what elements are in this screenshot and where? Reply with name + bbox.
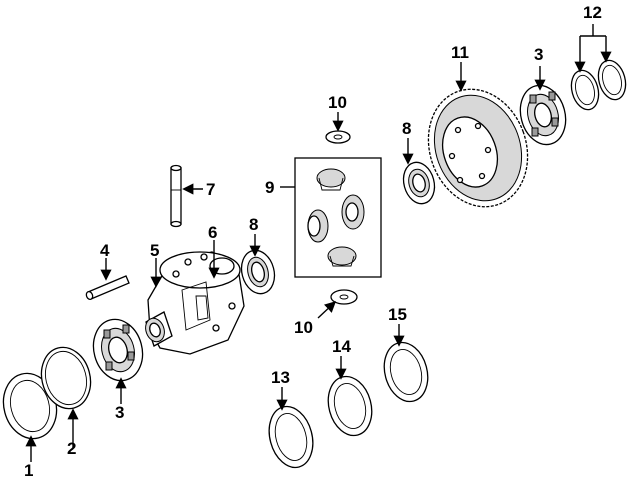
callout-5: 5 [150, 241, 159, 260]
ring-gear [427, 88, 529, 208]
side-pinion-gear-set [294, 157, 382, 278]
pinion-washer-top [325, 130, 351, 144]
thrust-washer-right [402, 161, 436, 205]
shim-ring-15 [383, 341, 429, 403]
callout-6: 6 [208, 223, 217, 242]
thrust-washer-left [240, 249, 276, 295]
callout-15: 15 [388, 305, 407, 324]
seal-ring-pair [570, 59, 627, 111]
callout-10-top: 10 [328, 93, 347, 112]
cross-pin [85, 275, 130, 301]
callout-7: 7 [206, 180, 215, 199]
callout-1: 1 [24, 461, 33, 480]
callout-3-right: 3 [534, 45, 543, 64]
shim-ring-13 [268, 405, 314, 469]
tapered-bearing-left [92, 318, 144, 382]
callout-4: 4 [100, 241, 110, 260]
callout-10-bottom: 10 [294, 318, 313, 337]
callout-13: 13 [271, 368, 290, 387]
differential-case [145, 251, 245, 355]
shim-ring-14 [327, 375, 373, 437]
callout-14: 14 [332, 337, 351, 356]
callout-8-right: 8 [402, 119, 411, 138]
callout-11: 11 [451, 43, 469, 62]
callout-8-left: 8 [249, 215, 258, 234]
pinion-shaft [170, 164, 182, 228]
callout-3-left: 3 [115, 403, 124, 422]
callout-9: 9 [265, 178, 274, 197]
pinion-washer-bottom [330, 289, 358, 305]
callout-2: 2 [67, 439, 76, 458]
tapered-bearing-right [519, 84, 567, 146]
callout-12: 12 [583, 3, 602, 22]
shim-ring-2 [40, 346, 92, 410]
